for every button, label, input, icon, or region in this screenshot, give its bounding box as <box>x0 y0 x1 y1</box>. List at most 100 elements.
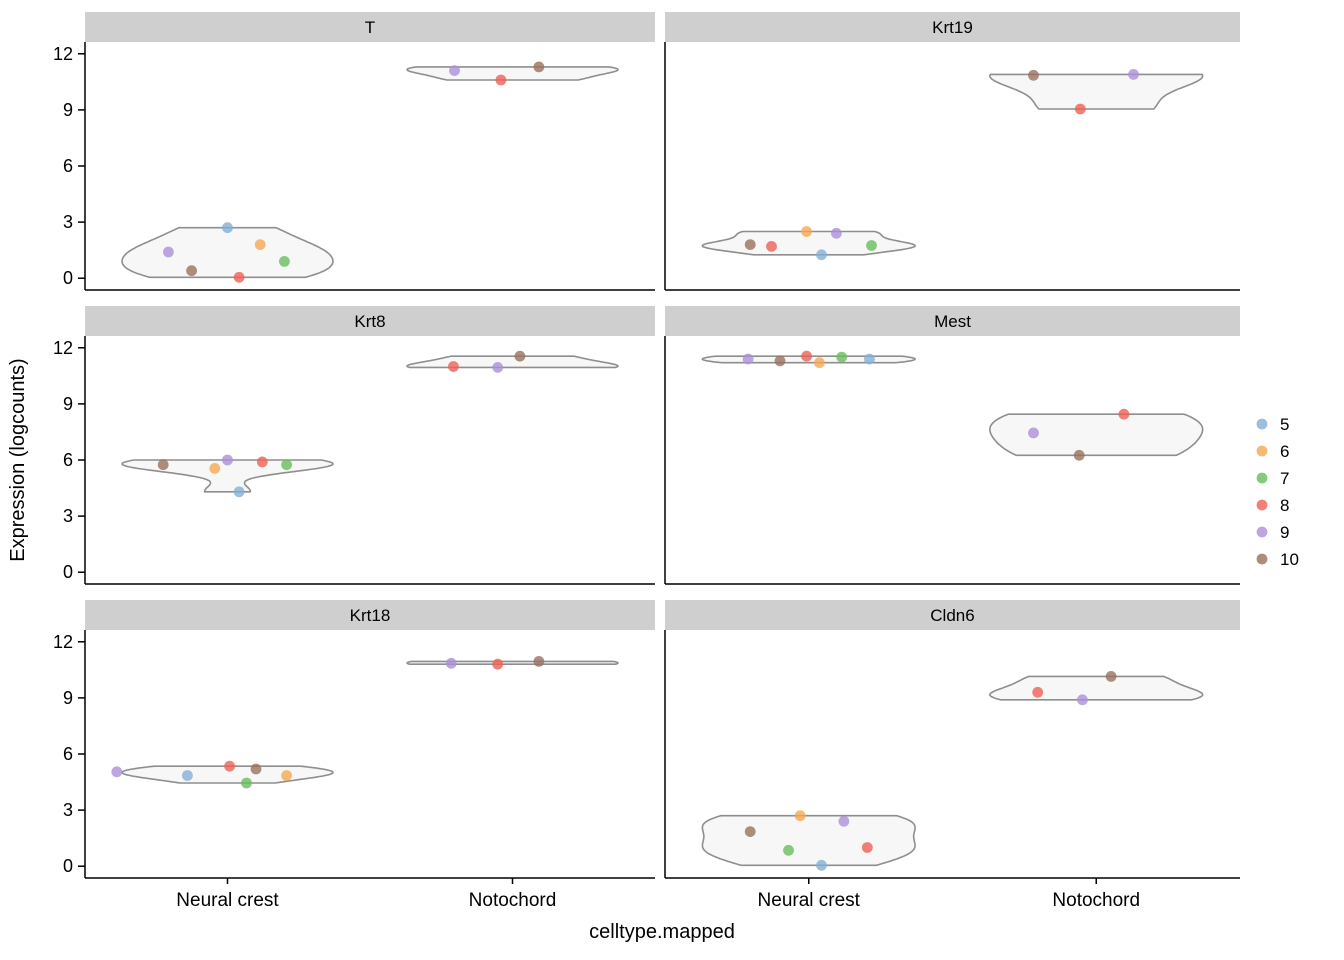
point-stage-10 <box>533 61 545 73</box>
legend-label-10: 10 <box>1280 550 1299 569</box>
point-stage-5 <box>816 859 827 871</box>
violin-notochord <box>406 355 619 369</box>
point-stage-10 <box>157 459 169 471</box>
x-tick-label: Neural crest <box>176 890 279 911</box>
legend-swatch-8 <box>1256 499 1268 511</box>
facet-title: T <box>365 18 375 37</box>
violin-notochord <box>989 675 1204 701</box>
y-tick-label: 0 <box>63 268 73 288</box>
point-stage-8 <box>492 658 504 670</box>
facet-title: Krt18 <box>350 606 391 625</box>
violin-notochord <box>989 73 1204 110</box>
facet-strip <box>85 12 655 42</box>
violin-neural-crest <box>121 226 334 279</box>
facet-strip <box>85 306 655 336</box>
y-tick-label: 9 <box>63 100 73 120</box>
point-stage-10 <box>1073 449 1085 461</box>
point-stage-5 <box>182 770 193 781</box>
facet-strip <box>85 600 655 630</box>
point-stage-5 <box>222 222 233 234</box>
point-stage-6 <box>794 810 806 822</box>
violin-neural-crest <box>121 765 334 784</box>
violin-notochord <box>406 660 619 665</box>
point-stage-6 <box>281 770 292 781</box>
facet-strip <box>665 600 1240 630</box>
point-stage-10 <box>250 763 262 775</box>
y-tick-label: 3 <box>63 800 73 820</box>
point-stage-7 <box>241 777 252 789</box>
point-stage-10 <box>1028 69 1039 81</box>
point-stage-7 <box>866 240 877 251</box>
point-stage-10 <box>774 355 786 367</box>
point-stage-7 <box>836 351 848 363</box>
facet-Mest: Mest <box>664 306 1240 585</box>
point-stage-10 <box>533 656 545 667</box>
violin-notochord <box>406 66 619 81</box>
point-stage-9 <box>492 362 504 373</box>
point-stage-8 <box>1074 103 1086 115</box>
y-tick-label: 3 <box>63 506 73 526</box>
point-stage-8 <box>233 271 245 283</box>
facet-title: Krt8 <box>354 312 385 331</box>
point-stage-5 <box>816 249 827 261</box>
point-stage-8 <box>801 350 812 362</box>
point-stage-5 <box>233 486 245 498</box>
point-stage-8 <box>224 760 236 772</box>
point-stage-8 <box>766 241 777 252</box>
point-stage-7 <box>281 459 292 471</box>
point-stage-9 <box>831 227 842 239</box>
point-stage-8 <box>861 842 873 853</box>
point-stage-5 <box>864 353 875 365</box>
point-stage-8 <box>1118 408 1130 420</box>
point-stage-10 <box>744 826 756 837</box>
point-stage-9 <box>163 246 174 258</box>
legend-swatch-10 <box>1256 553 1268 565</box>
point-stage-9 <box>1028 427 1039 439</box>
y-tick-label: 0 <box>63 562 73 582</box>
point-stage-9 <box>449 65 460 76</box>
y-tick-label: 3 <box>63 212 73 232</box>
facet-strip <box>665 306 1240 336</box>
point-stage-6 <box>814 357 825 369</box>
point-stage-6 <box>209 463 221 474</box>
legend-label-9: 9 <box>1280 523 1289 542</box>
point-stage-7 <box>783 844 794 856</box>
point-stage-8 <box>495 74 507 86</box>
legend-swatch-7 <box>1256 472 1268 484</box>
legend-label-8: 8 <box>1280 496 1289 515</box>
y-tick-label: 9 <box>63 688 73 708</box>
point-stage-9 <box>222 454 233 466</box>
x-tick-label: Notochord <box>1052 890 1140 911</box>
y-tick-label: 6 <box>63 450 73 470</box>
point-stage-10 <box>744 239 756 251</box>
point-stage-9 <box>742 353 754 365</box>
legend-label-7: 7 <box>1280 469 1289 488</box>
point-stage-9 <box>111 766 123 778</box>
y-tick-label: 6 <box>63 156 73 176</box>
point-stage-9 <box>838 815 850 827</box>
point-stage-6 <box>254 239 266 251</box>
point-stage-10 <box>186 265 198 277</box>
violin-neural-crest <box>121 459 334 493</box>
point-stage-10 <box>1105 671 1117 682</box>
y-tick-label: 9 <box>63 394 73 414</box>
legend-label-6: 6 <box>1280 442 1289 461</box>
facet-title: Cldn6 <box>930 606 974 625</box>
facet-Krt19: Krt19 <box>664 12 1240 291</box>
point-stage-8 <box>256 456 268 468</box>
point-stage-8 <box>448 361 459 372</box>
violin-notochord <box>989 413 1204 457</box>
x-tick-label: Neural crest <box>758 890 861 911</box>
facet-strip <box>665 12 1240 42</box>
point-stage-7 <box>279 256 290 267</box>
point-stage-9 <box>1128 69 1139 80</box>
legend-swatch-9 <box>1256 526 1268 538</box>
point-stage-9 <box>445 657 457 669</box>
